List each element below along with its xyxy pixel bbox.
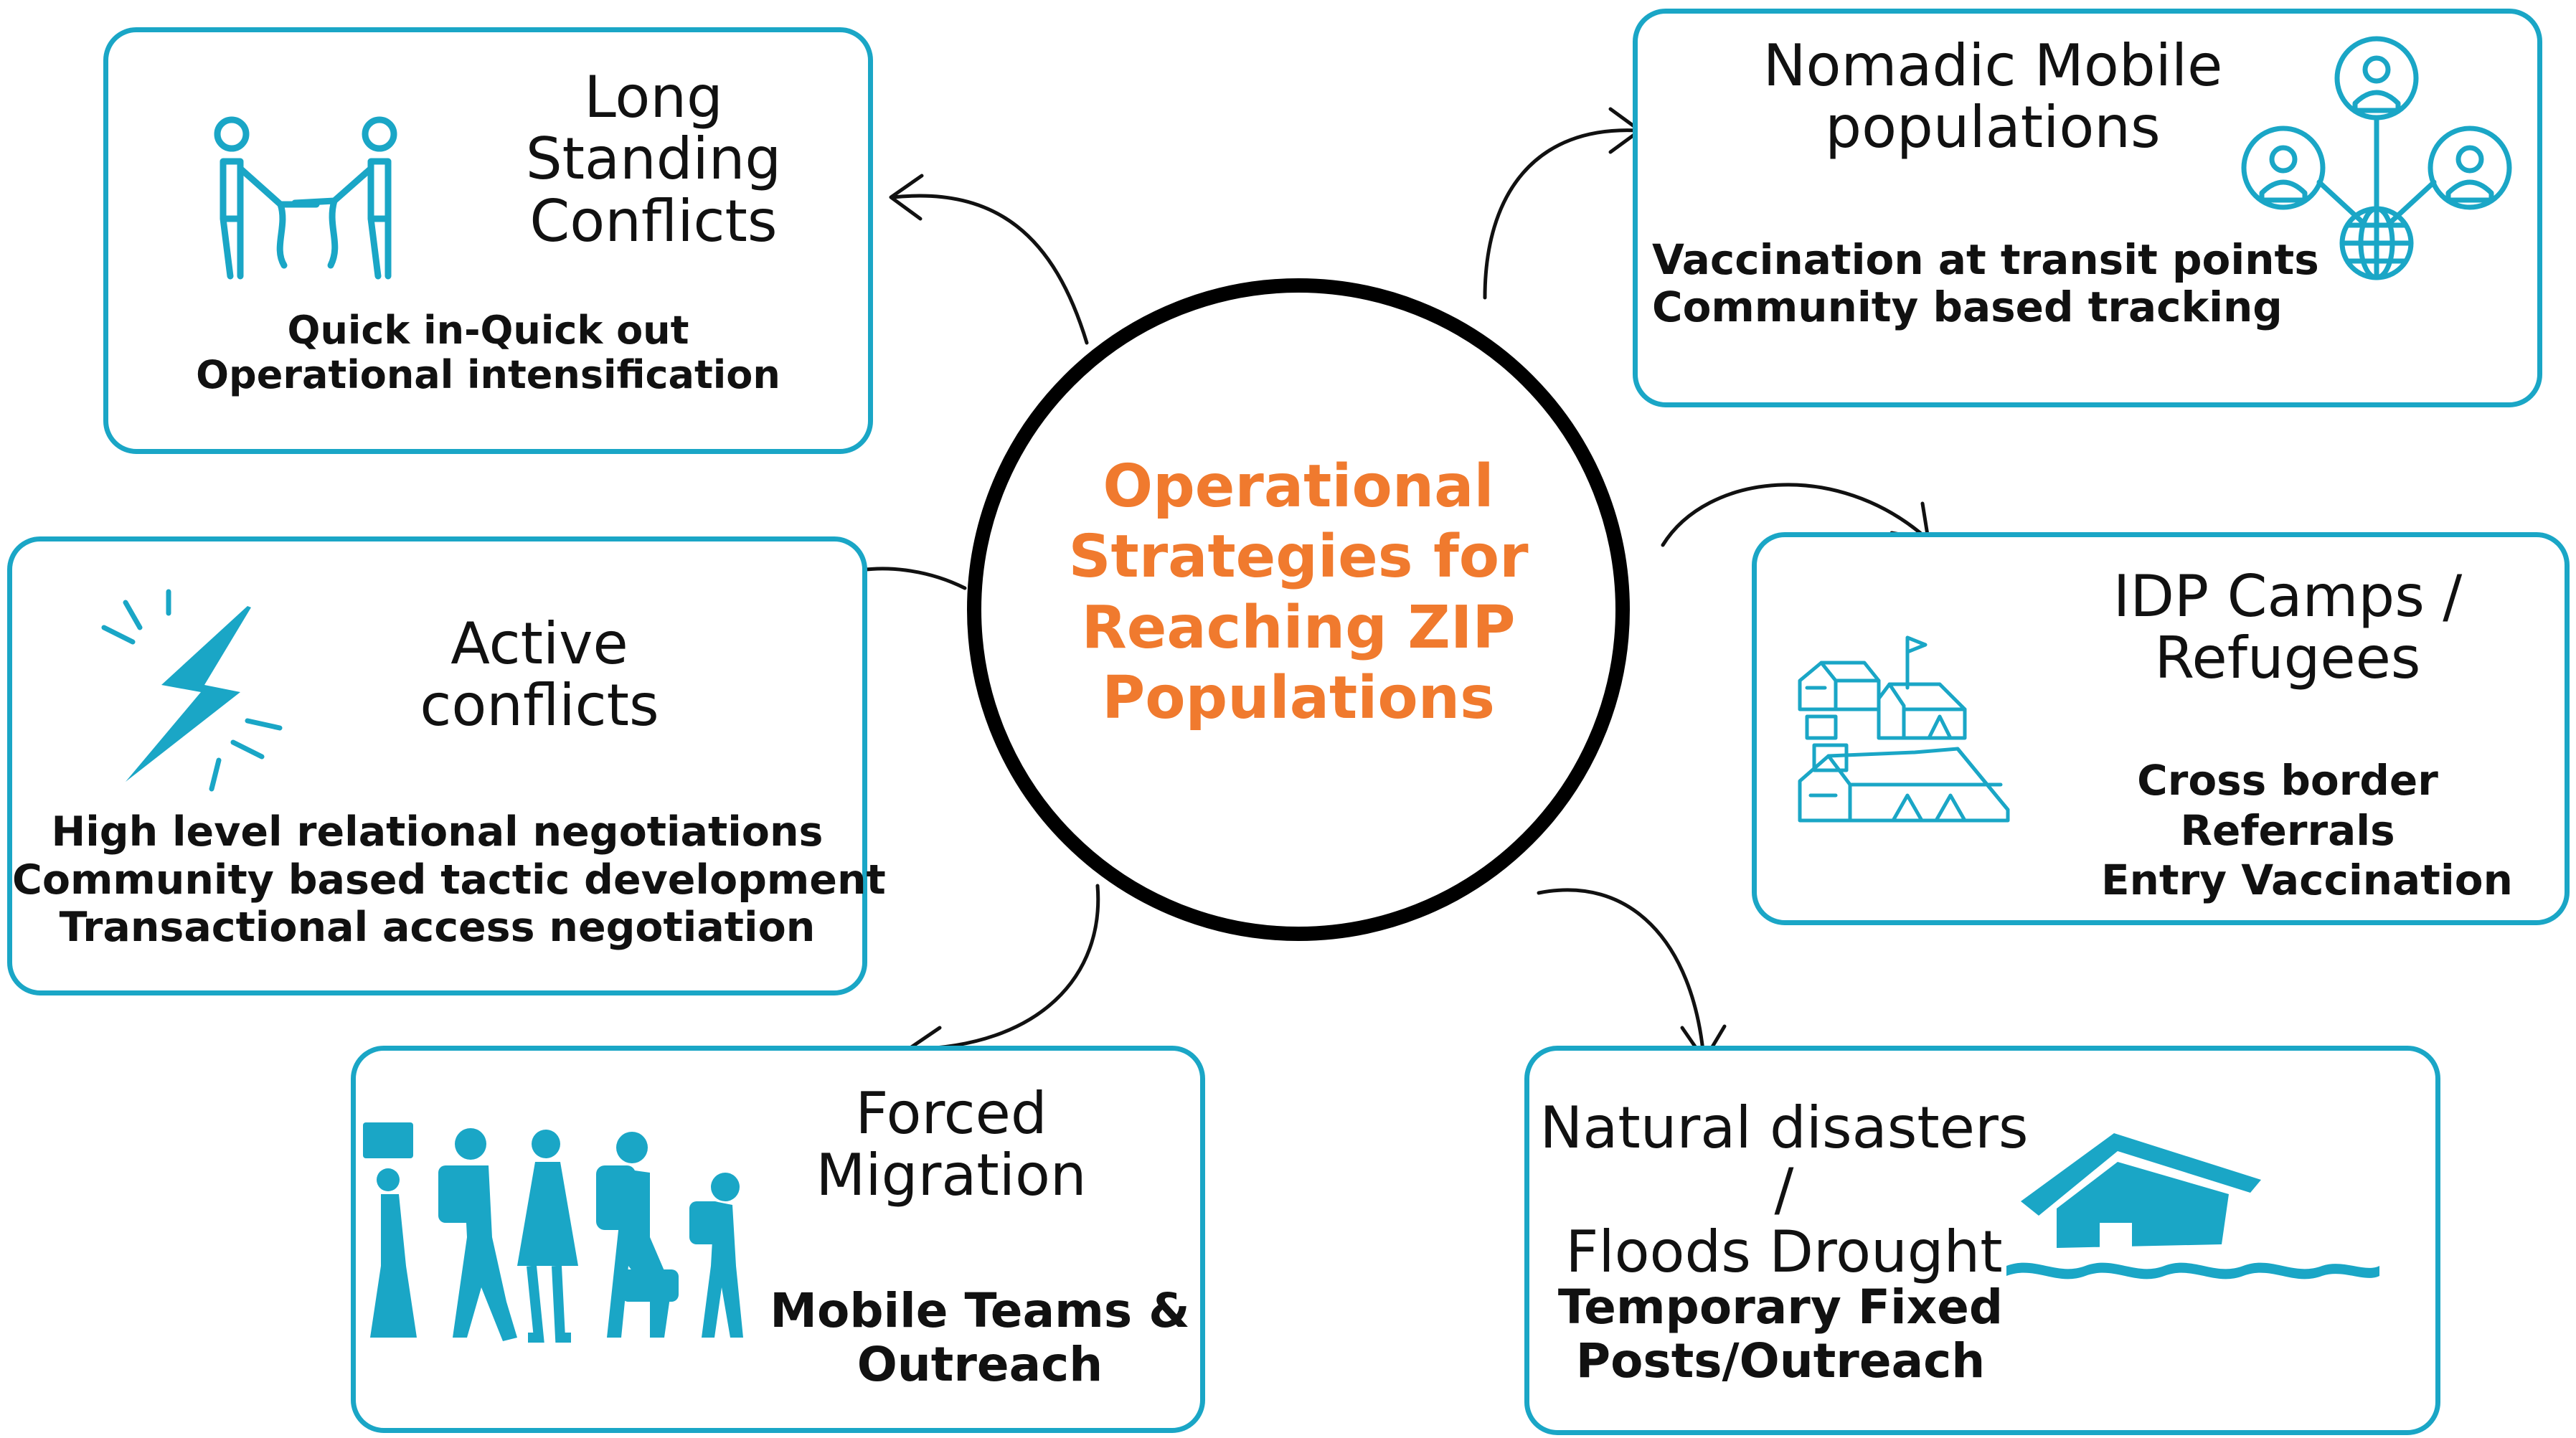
title-line: Standing (525, 126, 782, 193)
card-title: IDP Camps / Refugees (2087, 563, 2488, 692)
card-title: Forced Migration (808, 1080, 1095, 1209)
strategy-item: Entry Vaccination (2101, 856, 2513, 905)
center-title-line: Strategies for (1068, 523, 1529, 592)
center-ring (967, 278, 1630, 941)
center-title: Operational Strategies for Reaching ZIP … (1033, 452, 1564, 734)
card-long-standing-conflicts: Long Standing Conflicts Quick in-Quick o… (103, 27, 873, 454)
strategy-item: Posts/Outreach (1575, 1333, 1986, 1389)
title-line: IDP Camps / (2113, 563, 2463, 630)
title-line: Active (450, 610, 628, 677)
title-line: Conflicts (529, 187, 778, 255)
strategy-item: High level relational negotiations (51, 808, 824, 856)
tug-of-war-icon (214, 116, 397, 280)
title-line: populations (1825, 94, 2161, 161)
title-line: Forced (855, 1080, 1047, 1147)
card-title: Natural disasters / Floods Drought (1537, 1097, 2032, 1283)
card-active-conflicts: Active conflicts High level relational n… (7, 536, 886, 995)
title-line: Natural disasters / (1539, 1094, 2029, 1224)
title-line: Long (584, 64, 723, 131)
strategy-item: Transactional access negotiation (59, 904, 816, 952)
strategy-item: Outreach (857, 1337, 1103, 1393)
strategy-item: Temporary Fixed (1557, 1279, 2004, 1335)
strategy-item: Community based tracking (1652, 283, 2283, 332)
card-title: Active conflicts (385, 610, 694, 739)
flooded-house-icon (2006, 1133, 2379, 1279)
title-line: conflicts (420, 672, 659, 739)
lightning-icon (101, 589, 283, 792)
card-title: Nomadic Mobile populations (1760, 32, 2226, 161)
strategy-item: Cross border (2137, 756, 2438, 805)
card-strategies: High level relational negotiations Commu… (12, 808, 886, 952)
strategy-item: Vaccination at transit points (1652, 235, 2319, 284)
card-strategies: Mobile Teams & Outreach (758, 1283, 1202, 1393)
strategy-item: Mobile Teams & (770, 1283, 1190, 1338)
arrow-to-long-standing (891, 194, 1089, 345)
center-title-line: Reaching ZIP (1081, 593, 1516, 662)
arrowhead-long-standing (889, 174, 924, 221)
card-idp-camps-refugees: IDP Camps / Refugees Cross border Referr… (1752, 532, 2570, 925)
strategy-item: Community based tactic development (12, 856, 886, 904)
arrow-to-natural (1537, 888, 1706, 1060)
title-line: Floods Drought (1565, 1218, 2003, 1285)
tent-camp-icon (1798, 635, 2010, 823)
strategy-item: Referrals (2180, 805, 2395, 855)
card-nomadic-mobile-populations: Nomadic Mobile populations Vaccination a… (1633, 9, 2542, 407)
network-people-globe-icon (2241, 36, 2512, 280)
card-title: Long Standing Conflicts (510, 64, 797, 255)
card-strategies: Temporary Fixed Posts/Outreach (1551, 1279, 2010, 1389)
strategy-item: Operational intensification (196, 351, 780, 397)
card-strategies: Cross border Referrals Entry Vaccination (2101, 756, 2513, 906)
strategy-item: Quick in-Quick out (287, 308, 689, 353)
arrow-to-nomadic (1483, 128, 1640, 300)
center-title-line: Populations (1102, 664, 1495, 733)
migrating-people-icon (363, 1122, 743, 1343)
title-line: Refugees (2154, 625, 2421, 692)
center-title-line: Operational (1103, 453, 1494, 521)
title-line: Migration (816, 1142, 1087, 1209)
card-forced-migration: Forced Migration Mobile Teams & Outreach (351, 1046, 1205, 1433)
card-strategies: Quick in-Quick out Operational intensifi… (108, 308, 868, 397)
card-natural-disasters: Natural disasters / Floods Drought Tempo… (1524, 1046, 2440, 1435)
arrow-to-idp (1661, 483, 1928, 547)
card-strategies: Vaccination at transit points Community … (1652, 235, 2319, 332)
title-line: Nomadic Mobile (1763, 32, 2223, 99)
arrow-to-forced (907, 884, 1100, 1051)
